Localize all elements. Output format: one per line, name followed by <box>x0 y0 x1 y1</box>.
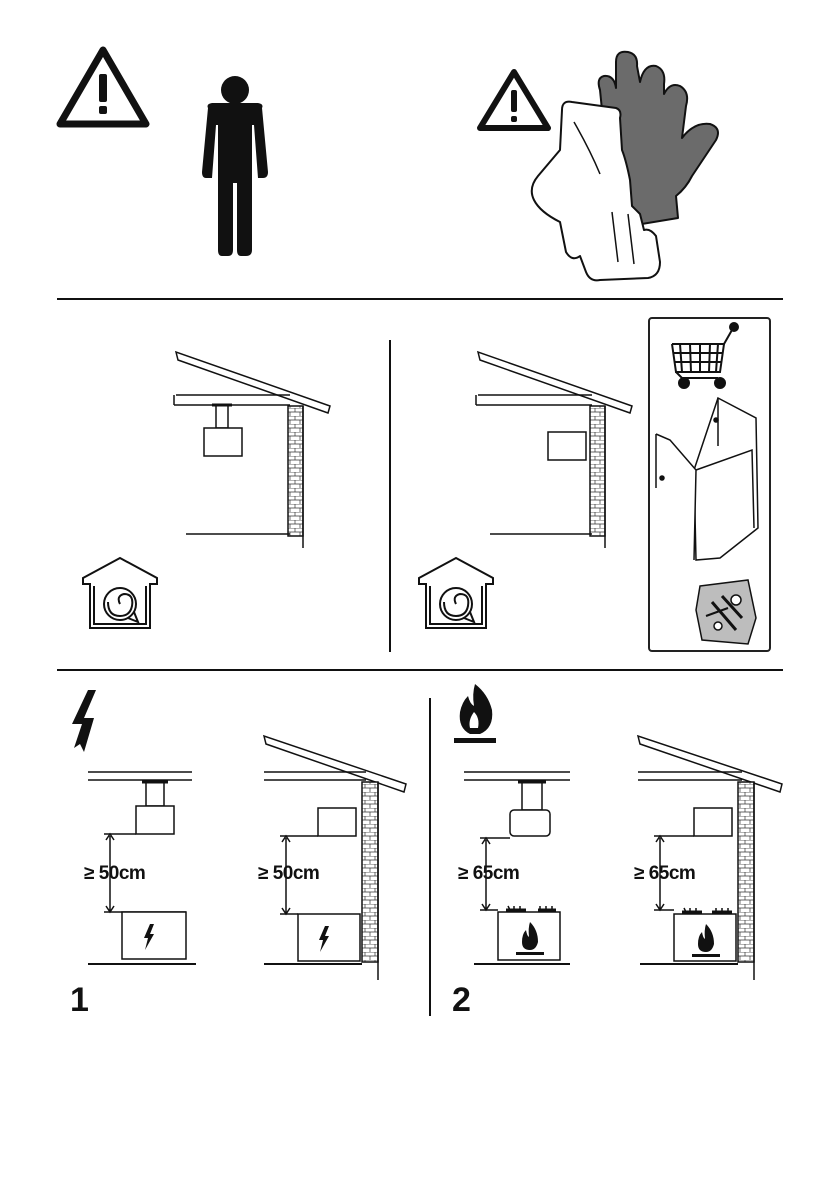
gas-island-distance-label: ≥ 65cm <box>458 864 519 884</box>
recirculation-house-icon <box>83 558 157 628</box>
figure-number-electric: 1 <box>70 983 89 1017</box>
electric-wall-scene <box>264 736 406 980</box>
middle-right-scene <box>476 352 632 548</box>
person-icon <box>202 76 268 256</box>
gas-wall-distance-label: ≥ 65cm <box>634 864 695 884</box>
accessories-panel <box>649 318 770 651</box>
electric-wall-distance-label: ≥ 50cm <box>258 864 319 884</box>
lightning-icon <box>72 690 96 752</box>
gloves-icon <box>532 52 718 281</box>
recirculation-house-icon <box>419 558 493 628</box>
flame-icon <box>454 684 496 743</box>
electric-island-distance-label: ≥ 50cm <box>84 864 145 884</box>
gas-wall-scene <box>638 736 782 980</box>
middle-left-scene <box>174 352 330 548</box>
figure-number-gas: 2 <box>452 983 471 1017</box>
warning-icon-right <box>480 72 548 128</box>
fixings-pack-icon <box>696 580 756 644</box>
warning-icon-left <box>60 50 146 124</box>
